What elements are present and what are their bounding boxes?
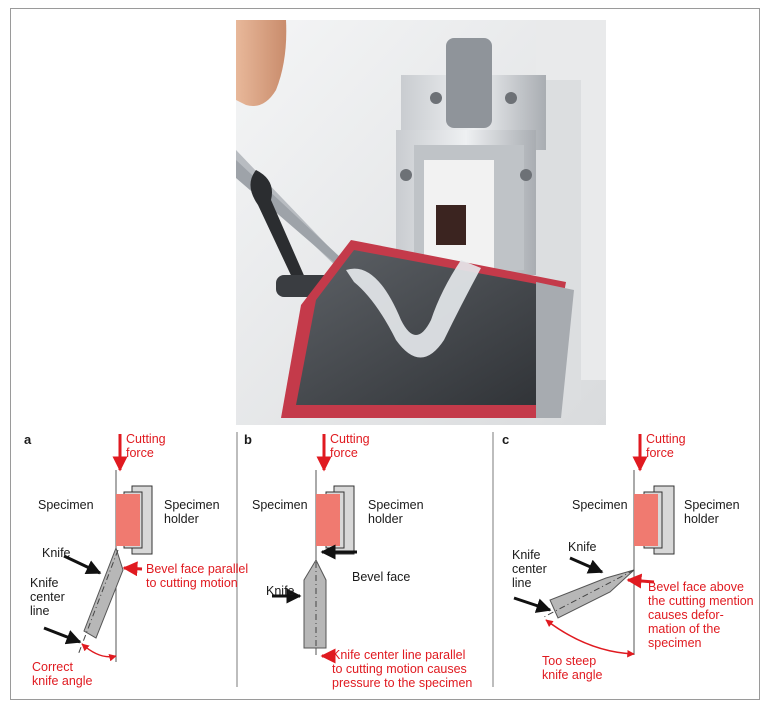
center-line-pointer [513, 596, 552, 613]
angle-arc [545, 619, 635, 658]
panel-letter: b [244, 432, 252, 447]
specimen-label: Specimen [572, 498, 628, 512]
center-line-pointer [43, 626, 82, 645]
knife-label: Knife [42, 546, 71, 560]
microtome-illustration [236, 20, 606, 425]
panel-divider [236, 432, 238, 687]
specimen-label: Specimen [252, 498, 308, 512]
panel-c-diagram [513, 434, 675, 658]
specimen [116, 494, 140, 546]
panel-letter: c [502, 432, 510, 447]
panel-b-diagram [272, 434, 357, 664]
knife-pointer [569, 556, 604, 574]
knife-blade [549, 569, 635, 619]
bevel-label: Bevel face [352, 570, 411, 584]
knife-center-line [541, 569, 635, 619]
knife-blade [303, 558, 327, 649]
knife-label: Knife [266, 584, 295, 598]
specimen [634, 494, 658, 546]
panel-letter: a [24, 432, 32, 447]
panel-a-diagram [43, 434, 153, 662]
knife-label: Knife [568, 540, 597, 554]
angle-arc [81, 643, 117, 662]
bevel-pointer [122, 561, 143, 577]
bevel-pointer [626, 573, 655, 589]
knife-center-line [77, 549, 119, 656]
specimen-label: Specimen [38, 498, 94, 512]
microtome-photo [236, 20, 606, 425]
knife-pointer [63, 554, 102, 575]
panel-divider [492, 432, 494, 687]
knife-blade [83, 546, 124, 639]
specimen [316, 494, 340, 546]
